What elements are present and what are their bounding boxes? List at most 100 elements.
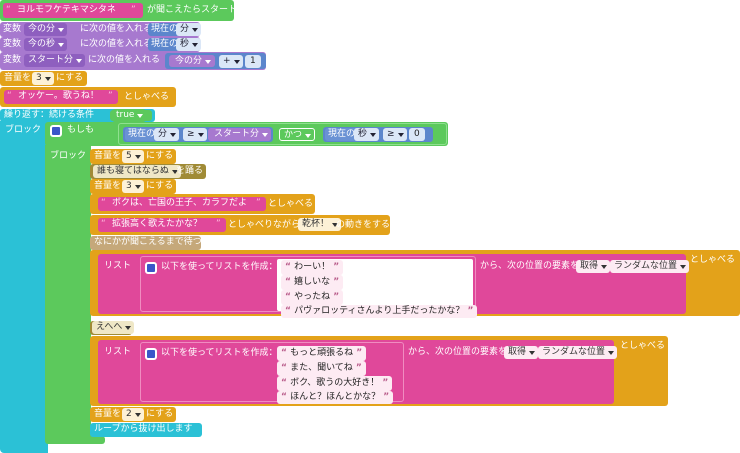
set-volume-block[interactable]: 音量を 3 にする [90,179,176,194]
dance-dropdown[interactable]: 誰も寝てはならぬ [93,165,181,178]
current-label: 現在の [151,39,179,49]
say-list-block[interactable]: リスト 以下を使ってリストを作成： “ わーい！ ” “ 嬉しいな ” “ やっ… [90,250,740,318]
if-block[interactable]: もしも 現在の 分 ≥ スタート分 かつ 現在の 秒 ≥ 0 [45,122,448,146]
set-var-now-min-block[interactable]: 変数 今の分 に次の値を入れる 現在の 分 [0,22,202,37]
and-block[interactable]: 現在の 分 ≥ スタート分 かつ 現在の 秒 ≥ 0 [118,123,447,145]
dance-suffix: を踊る [176,166,204,176]
quote-close-icon: ” [380,392,390,402]
number-field[interactable]: 0 [409,128,425,141]
volume-dropdown[interactable]: 3 [32,72,54,85]
var-name-dropdown[interactable]: 今の秒 [24,38,68,51]
if-body-arm [45,145,91,443]
wait-label: なにかが聞こえるまで待つ [94,237,202,247]
var-get-dropdown[interactable]: スタート分 [210,128,272,141]
list-mode-dropdown[interactable]: 取得 [504,346,539,359]
current-time-block[interactable]: 現在の 秒 [148,38,202,51]
set-volume-block[interactable]: 音量を 3 にする [0,71,87,86]
list-where-dropdown[interactable]: ランダムな位置 [538,346,618,359]
motion-block[interactable]: えへへ [90,321,135,335]
compare-op-dropdown[interactable]: ≥ [183,128,207,141]
wait-until-heard-block[interactable]: なにかが聞こえるまで待つ [90,236,202,250]
say-list-block[interactable]: リスト 以下を使ってリストを作成： “ もっと頑張るね ” “ また、聞いてね … [90,336,668,406]
math-add-block[interactable]: 今の分 + 1 [165,53,266,69]
operator-dropdown[interactable]: + [219,55,243,68]
say-string[interactable]: “ オッケー。歌うね！ ” [4,90,118,104]
say-suffix: としゃべる [690,255,736,265]
var-set-label: に次の値を入れる [80,39,153,49]
quote-close-icon: ” [353,348,363,358]
list-where-dropdown[interactable]: ランダムな位置 [610,260,690,273]
list-item-text: ボク、歌うの大好き！ [290,378,380,388]
volume-dropdown[interactable]: 5 [122,150,144,163]
list-get-block[interactable]: リスト 以下を使ってリストを作成： “ わーい！ ” “ 嬉しいな ” “ やっ… [98,254,690,318]
var-get-dropdown[interactable]: 今の分 [171,55,215,67]
set-var-start-min-block[interactable]: 変数 スタート分 に次の値を入れる 今の分 + 1 [0,52,266,70]
list-item-string[interactable]: “ ボク、歌うの大好き！ ” [277,376,393,391]
list-from-label: から、次の位置の要素を [480,261,580,271]
volume-label: 音量を [4,73,32,83]
say-block[interactable]: “ オッケー。歌うね！ ” としゃべる [0,87,176,107]
quote-open-icon: “ [281,378,291,388]
list-item-string[interactable]: “ また、聞いてね ” [277,361,366,376]
repeat-while-block[interactable]: 繰り返す：続ける条件 true [0,109,155,122]
list-item-string[interactable]: “ ほんと？ほんとかな？ ” [277,391,394,404]
say-string[interactable]: “ ボクは、亡国の王子、カラフだよ ” [98,197,266,211]
say-text: オッケー。歌うね！ [18,91,99,101]
true-block[interactable]: true [110,109,152,122]
list-item-string[interactable]: “ わーい！ ” [281,260,344,275]
var-name-dropdown[interactable]: 今の分 [24,23,68,36]
current-time-block[interactable]: 現在の 分 [148,23,202,36]
motion-dropdown[interactable]: えへへ [92,321,135,334]
number-field[interactable]: 1 [245,55,261,68]
quote-close-icon: ” [379,378,389,388]
current-time-block[interactable]: 現在の 分 [125,128,180,141]
var-get-block[interactable]: スタート分 [208,128,272,141]
list-create-block[interactable]: 以下を使ってリストを作成： “ わーい！ ” “ 嬉しいな ” “ やったね ”… [140,256,478,318]
var-prefix: 変数 [3,39,22,49]
gear-icon[interactable] [50,125,62,137]
var-get-block[interactable]: 今の分 [169,55,215,67]
volume-suffix: にする [146,151,174,161]
list-get-block[interactable]: リスト 以下を使ってリストを作成： “ もっと頑張るね ” “ また、聞いてね … [98,340,618,404]
volume-dropdown[interactable]: 3 [122,180,144,193]
current-time-block[interactable]: 現在の 秒 [325,128,380,141]
gear-icon[interactable] [145,262,157,274]
list-item-string[interactable]: “ もっと頑張るね ” [277,346,367,361]
list-item-string[interactable]: “ 嬉しいな ” [281,275,344,290]
quote-open-icon: “ [281,363,291,373]
quote-close-icon: ” [330,292,340,302]
current-label: 現在の [128,129,156,139]
dance-block[interactable]: 誰も寝てはならぬ を踊る [90,164,206,179]
volume-dropdown[interactable]: 2 [122,408,144,421]
motion-dropdown[interactable]: 乾杯！ [298,218,342,231]
hat-block[interactable]: “ ヨルモフケテキマシタネ ” が聞こえたらスタート [0,0,238,21]
list-mode-dropdown[interactable]: 取得 [576,260,611,273]
say-with-motion-block[interactable]: “ 拡張高く歌えたかな？ ” としゃべりながら 乾杯！ の動きをする [90,215,390,235]
logic-op-dropdown[interactable]: かつ [279,128,316,141]
time-unit-dropdown[interactable]: 分 [154,128,180,141]
compare-sec-block[interactable]: 現在の 秒 ≥ 0 [323,127,433,142]
list-item-string[interactable]: “ やったね ” [281,290,344,305]
hat-phrase-string[interactable]: “ ヨルモフケテキマシタネ ” [3,3,143,18]
time-unit-dropdown[interactable]: 秒 [354,128,380,141]
gear-icon[interactable] [145,348,157,360]
var-name-dropdown[interactable]: スタート分 [24,54,86,67]
set-var-now-sec-block[interactable]: 変数 今の秒 に次の値を入れる 現在の 秒 [0,37,202,52]
list-item-text: パヴァロッティさんより上手だったかな？ [294,306,465,316]
say-block[interactable]: “ ボクは、亡国の王子、カラフだよ ” としゃべる [90,194,315,214]
set-volume-block[interactable]: 音量を 2 にする [90,407,176,422]
set-volume-block[interactable]: 音量を 5 にする [90,149,176,164]
time-unit-dropdown[interactable]: 秒 [176,38,202,51]
bool-dropdown[interactable]: true [112,109,147,122]
list-item-string[interactable]: “ パヴァロッティさんより上手だったかな？ ” [281,305,478,318]
quote-open-icon: “ [285,292,295,302]
motion-suffix: の動きをする [336,220,391,230]
hat-label: が聞こえたらスタート [147,5,238,15]
time-unit-dropdown[interactable]: 分 [176,23,202,36]
list-create-block[interactable]: 以下を使ってリストを作成： “ もっと頑張るね ” “ また、聞いてね ” “ … [140,342,404,404]
compare-min-block[interactable]: 現在の 分 ≥ スタート分 [123,127,273,142]
quote-open-icon: “ [285,262,295,272]
break-loop-block[interactable]: ループから抜け出します [90,423,202,437]
say-string[interactable]: “ 拡張高く歌えたかな？ ” [98,218,226,232]
compare-op-dropdown[interactable]: ≥ [383,128,407,141]
